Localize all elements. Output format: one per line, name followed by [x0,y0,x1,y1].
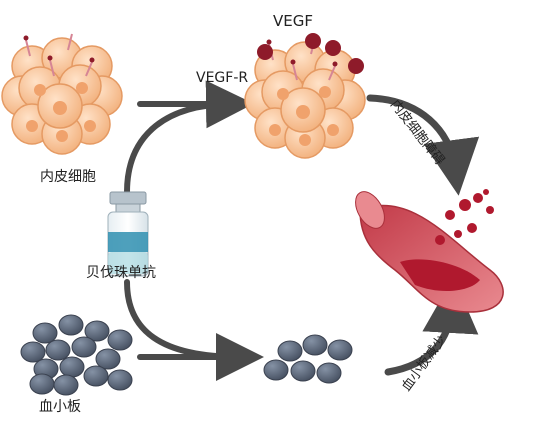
platelet-cluster-reduced-icon [263,334,353,384]
arrows [124,80,480,381]
arrow-to-vessel-bottom [384,277,479,376]
label-vegf-r: VEGF-R [196,70,249,86]
arrow-drug-to-platelets [124,279,264,381]
platelet-cluster-icon [20,314,133,396]
vial-icon [107,191,149,277]
label-vegf: VEGF [273,12,313,30]
blood-vessel-icon [355,189,504,313]
label-bevacizumab: 贝伐珠单抗 [86,265,156,281]
vegf-dots [257,33,364,74]
endothelial-cell-cluster-icon [1,33,123,155]
arrow-to-vessel-top [366,94,480,196]
label-endothelial-cells: 内皮细胞 [40,169,96,185]
arrow-drug-to-endothelium [124,80,254,195]
label-platelets: 血小板 [39,399,81,415]
